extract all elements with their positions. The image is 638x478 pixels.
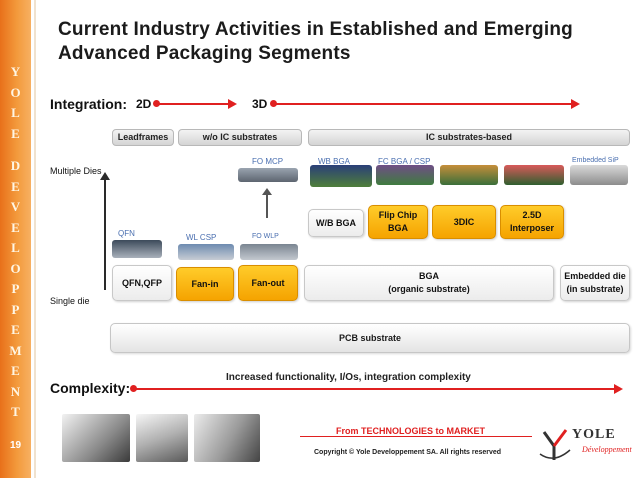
- integration-start-dot: [153, 100, 160, 107]
- box-embedded-line-1: Embedded die: [564, 271, 626, 281]
- complexity-arrow-line: [136, 388, 616, 390]
- page-number: 19: [9, 440, 22, 451]
- box-fan-in-label: Fan-in: [191, 278, 219, 289]
- box-bga-line-2: (organic substrate): [388, 284, 470, 294]
- brand-letter: O: [10, 84, 21, 100]
- box-embedded-line-2: (in substrate): [566, 284, 624, 294]
- complexity-axis: [104, 178, 106, 290]
- brand-letter: D: [10, 158, 21, 173]
- header-leadframes: Leadframes: [112, 129, 174, 146]
- brand-letter: N: [10, 383, 21, 399]
- box-wb-bga: W/B BGA: [308, 209, 364, 237]
- yole-logo-word: YOLE: [572, 427, 616, 442]
- stripe-divider: [31, 0, 34, 478]
- header-wo-ic-substrates: w/o IC substrates: [178, 129, 302, 146]
- title-line-2: Advanced Packaging Segments: [58, 43, 351, 64]
- box-3dic: 3DIC: [432, 205, 496, 239]
- box-interposer-line-1: 2.5D: [522, 210, 542, 220]
- integration-label: Integration:: [50, 96, 127, 112]
- box-fan-out: Fan-out: [238, 265, 298, 301]
- integration-arrow-line: [158, 103, 228, 105]
- integration-mid-dot: [270, 100, 277, 107]
- fo-wlp-package-image: [240, 244, 298, 260]
- fc-bga-package-image: [376, 165, 434, 185]
- qfn-package-image: [112, 240, 162, 258]
- label-multiple-dies: Multiple Dies: [50, 166, 102, 176]
- 3dic-package-image: [440, 165, 498, 185]
- handshake-photo: [194, 414, 260, 462]
- box-pcb-label: PCB substrate: [338, 333, 401, 343]
- brand-letter: M: [9, 342, 22, 358]
- slide-title: Current Industry Activities in Establish…: [58, 18, 618, 66]
- interposer-package-image: [504, 165, 564, 185]
- wl-csp-package-image: [178, 244, 234, 260]
- box-fan-in: Fan-in: [176, 267, 234, 301]
- label-fc-bga-csp: FC BGA / CSP: [378, 157, 431, 166]
- label-fo-mcp: FO MCP: [252, 157, 284, 166]
- brand-letter: P: [11, 281, 20, 296]
- brand-letter: V: [10, 199, 21, 214]
- box-qfn-qfp-label: QFN,QFP: [122, 277, 162, 288]
- footer-tagline: From TECHNOLOGIES to MARKET: [336, 426, 485, 436]
- box-25d-interposer: 2.5D Interposer: [500, 205, 564, 239]
- embedded-sip-package-image: [570, 165, 628, 185]
- label-wb-bga: WB BGA: [318, 157, 351, 166]
- brand-letter: T: [11, 404, 20, 419]
- brand-letter: E: [11, 178, 20, 194]
- footer-red-rule: [300, 436, 532, 437]
- integration-arrow-line-2: [276, 103, 572, 105]
- brand-letter: E: [11, 219, 20, 235]
- fanout-up-arrowhead: [262, 188, 272, 195]
- title-line-1: Current Industry Activities in Establish…: [58, 19, 573, 40]
- yole-logo-sub: Développement: [582, 445, 632, 454]
- brand-letter: L: [11, 105, 20, 120]
- brand-letter: O: [10, 260, 21, 276]
- integration-from: 2D: [136, 97, 152, 111]
- label-wl-csp: WL CSP: [186, 233, 217, 242]
- brand-letter: Y: [10, 64, 21, 79]
- box-flip-chip-bga: Flip Chip BGA: [368, 205, 428, 239]
- label-fo-wlp: FO WLP: [252, 233, 279, 240]
- box-flip-chip-bga-label: Flip Chip BGA: [378, 210, 418, 233]
- complexity-start-dot: [130, 385, 137, 392]
- box-embedded-die: Embedded die (in substrate): [560, 265, 630, 301]
- brand-letter: E: [11, 322, 20, 337]
- label-embedded-sip: Embedded SiP: [572, 157, 619, 164]
- box-3dic-label: 3DIC: [453, 216, 475, 227]
- complexity-label: Complexity:: [50, 380, 131, 396]
- integration-arrowhead-2: [571, 99, 580, 109]
- box-interposer-line-2: Interposer: [509, 223, 554, 233]
- integration-to: 3D: [252, 97, 268, 111]
- business-people-photo: [62, 414, 130, 462]
- brand-letter: L: [11, 240, 20, 255]
- side-brand-stripe: [0, 0, 31, 478]
- box-fan-out-label: Fan-out: [251, 277, 285, 288]
- yole-logo-mark-icon: [539, 429, 571, 460]
- box-wb-bga-label: W/B BGA: [316, 217, 356, 228]
- fanout-up-arrow: [266, 194, 268, 218]
- box-bga-line-1: BGA: [418, 271, 439, 281]
- charts-paperwork-photo: [136, 414, 188, 462]
- wb-bga-package-image: [310, 165, 372, 187]
- complexity-arrowhead: [614, 384, 623, 394]
- footer-copyright: Copyright © Yole Developpement SA. All r…: [314, 449, 502, 456]
- label-qfn: QFN: [118, 229, 135, 238]
- brand-letter: E: [11, 125, 20, 141]
- complexity-axis-arrowhead: [100, 172, 110, 180]
- box-pcb-substrate: PCB substrate: [110, 323, 630, 353]
- label-single-die: Single die: [50, 296, 90, 306]
- integration-arrowhead: [228, 99, 237, 109]
- stripe-shadow: [34, 0, 36, 478]
- box-bga-organic: BGA (organic substrate): [304, 265, 554, 301]
- box-qfn-qfp: QFN,QFP: [112, 265, 172, 301]
- header-ic-substrates-based: IC substrates-based: [308, 129, 630, 146]
- brand-letter: P: [11, 301, 20, 317]
- complexity-description: Increased functionality, I/Os, integrati…: [226, 372, 471, 383]
- brand-letter: E: [11, 363, 20, 378]
- fo-mcp-package-image: [238, 168, 298, 182]
